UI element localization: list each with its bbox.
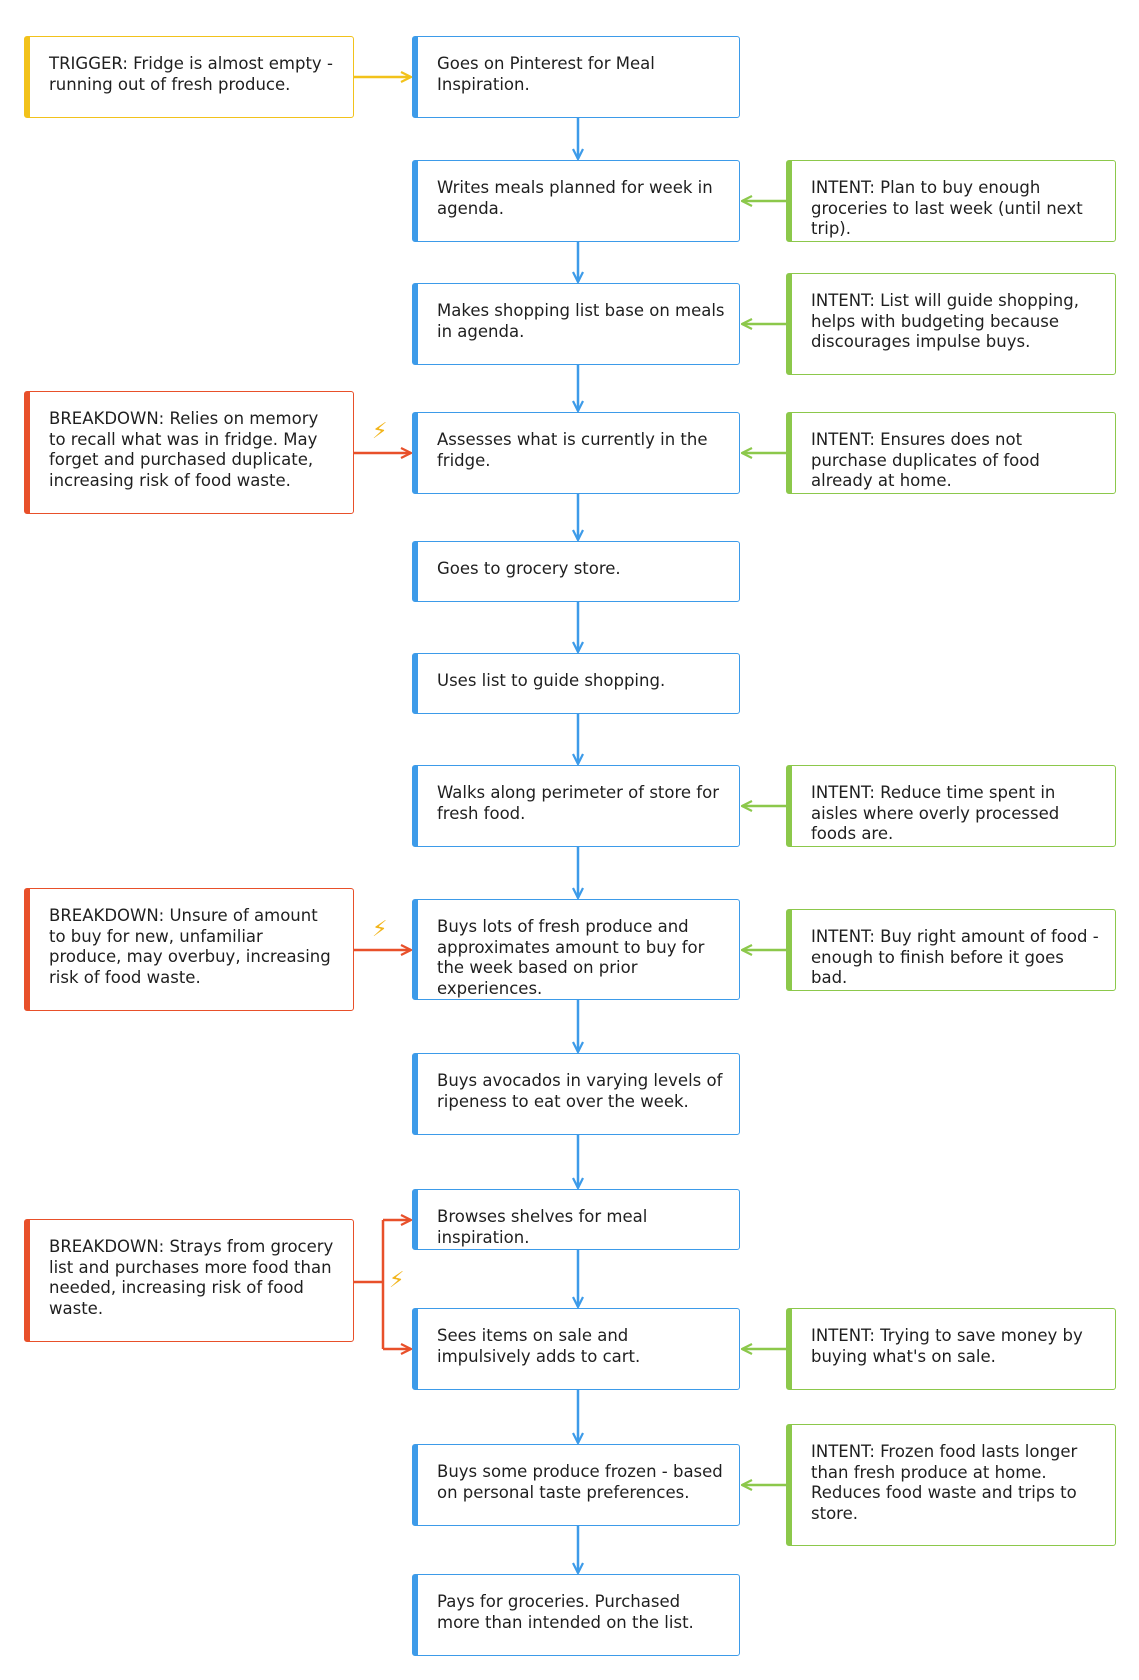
- step-text: Uses list to guide shopping.: [437, 671, 666, 690]
- step-box: Browses shelves for meal inspiration.: [412, 1189, 740, 1250]
- intent-text: INTENT: Reduce time spent in aisles wher…: [811, 783, 1060, 843]
- intent-text: INTENT: Buy right amount of food - enoug…: [811, 927, 1099, 987]
- step-box: Goes to grocery store.: [412, 541, 740, 602]
- lightning-bolt-icon: ⚡: [372, 917, 388, 942]
- step-text: Goes on Pinterest for Meal Inspiration.: [437, 54, 655, 94]
- intent-text: INTENT: Plan to buy enough groceries to …: [811, 178, 1083, 238]
- step-box: Goes on Pinterest for Meal Inspiration.: [412, 36, 740, 118]
- lightning-bolt-icon: ⚡: [372, 419, 388, 444]
- step-text: Pays for groceries. Purchased more than …: [437, 1592, 694, 1632]
- intent-box: INTENT: List will guide shopping, helps …: [786, 273, 1116, 375]
- step-text: Buys lots of fresh produce and approxima…: [437, 917, 705, 998]
- intent-box: INTENT: Reduce time spent in aisles wher…: [786, 765, 1116, 847]
- intent-text: INTENT: Frozen food lasts longer than fr…: [811, 1442, 1078, 1523]
- intent-text: INTENT: Trying to save money by buying w…: [811, 1326, 1083, 1366]
- step-text: Walks along perimeter of store for fresh…: [437, 783, 719, 823]
- step-box: Buys avocados in varying levels of ripen…: [412, 1053, 740, 1135]
- breakdown-box: BREAKDOWN: Unsure of amount to buy for n…: [24, 888, 354, 1011]
- trigger-text: TRIGGER: Fridge is almost empty - runnin…: [49, 54, 333, 94]
- breakdown-text: BREAKDOWN: Strays from grocery list and …: [49, 1237, 334, 1318]
- breakdown-box: BREAKDOWN: Relies on memory to recall wh…: [24, 391, 354, 514]
- step-text: Goes to grocery store.: [437, 559, 621, 578]
- intent-box: INTENT: Ensures does not purchase duplic…: [786, 412, 1116, 494]
- step-text: Buys some produce frozen - based on pers…: [437, 1462, 723, 1502]
- intent-text: INTENT: Ensures does not purchase duplic…: [811, 430, 1040, 490]
- breakdown-text: BREAKDOWN: Unsure of amount to buy for n…: [49, 906, 331, 987]
- intent-text: INTENT: List will guide shopping, helps …: [811, 291, 1079, 351]
- step-text: Writes meals planned for week in agenda.: [437, 178, 713, 218]
- step-box: Walks along perimeter of store for fresh…: [412, 765, 740, 847]
- intent-box: INTENT: Plan to buy enough groceries to …: [786, 160, 1116, 242]
- breakdown-text: BREAKDOWN: Relies on memory to recall wh…: [49, 409, 319, 490]
- trigger-box: TRIGGER: Fridge is almost empty - runnin…: [24, 36, 354, 118]
- lightning-bolt-icon: ⚡: [389, 1268, 405, 1293]
- step-text: Sees items on sale and impulsively adds …: [437, 1326, 641, 1366]
- step-box: Sees items on sale and impulsively adds …: [412, 1308, 740, 1390]
- breakdown-box: BREAKDOWN: Strays from grocery list and …: [24, 1219, 354, 1342]
- step-box: Pays for groceries. Purchased more than …: [412, 1574, 740, 1656]
- step-box: Uses list to guide shopping.: [412, 653, 740, 714]
- step-text: Makes shopping list base on meals in age…: [437, 301, 725, 341]
- step-box: Makes shopping list base on meals in age…: [412, 283, 740, 365]
- intent-box: INTENT: Trying to save money by buying w…: [786, 1308, 1116, 1390]
- step-text: Assesses what is currently in the fridge…: [437, 430, 708, 470]
- intent-box: INTENT: Frozen food lasts longer than fr…: [786, 1424, 1116, 1546]
- intent-box: INTENT: Buy right amount of food - enoug…: [786, 909, 1116, 991]
- step-box: Buys lots of fresh produce and approxima…: [412, 899, 740, 1000]
- step-box: Assesses what is currently in the fridge…: [412, 412, 740, 494]
- step-box: Writes meals planned for week in agenda.: [412, 160, 740, 242]
- step-box: Buys some produce frozen - based on pers…: [412, 1444, 740, 1526]
- step-text: Buys avocados in varying levels of ripen…: [437, 1071, 723, 1111]
- step-text: Browses shelves for meal inspiration.: [437, 1207, 648, 1247]
